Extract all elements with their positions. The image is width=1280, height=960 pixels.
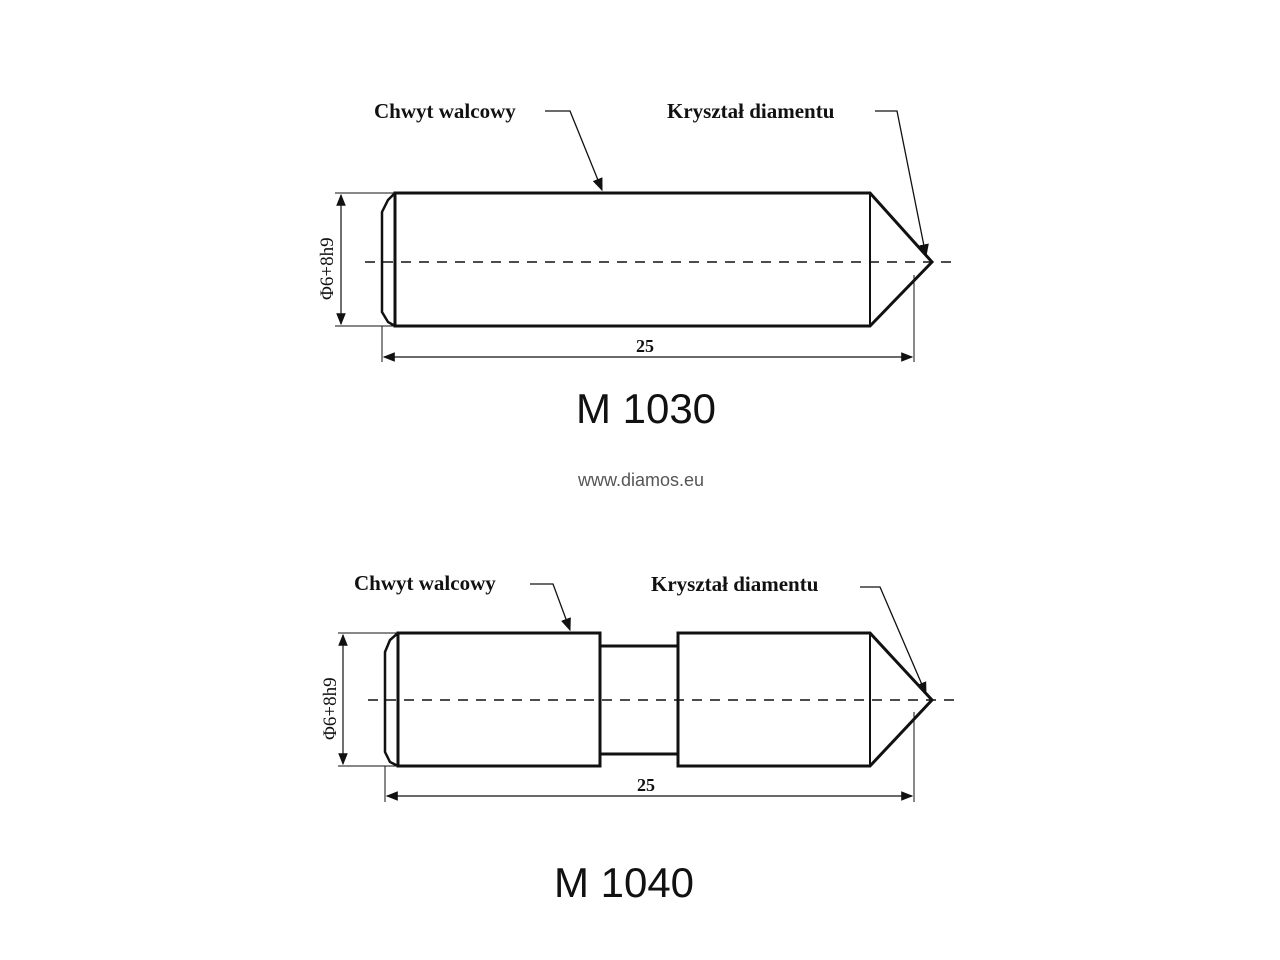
diameter-dim-m1040: Φ6+8h9 <box>320 677 341 740</box>
diameter-dim-m1030: Φ6+8h9 <box>317 237 338 300</box>
model-title-m1040: M 1040 <box>553 859 695 906</box>
drawing-m1040 <box>338 583 955 802</box>
model-title-m1030: M 1030 <box>575 385 717 432</box>
drawing-m1030 <box>335 110 955 362</box>
label-shank-m1030: Chwyt walcowy <box>374 99 516 123</box>
length-dim-m1030: 25 <box>636 336 654 356</box>
label-shank-m1040: Chwyt walcowy <box>354 571 496 595</box>
label-crystal-m1030: Kryształ diamentu <box>667 99 835 123</box>
length-dim-m1040: 25 <box>637 775 655 795</box>
website-link[interactable]: www.diamos.eu <box>577 470 705 490</box>
label-crystal-m1040: Kryształ diamentu <box>651 572 819 596</box>
